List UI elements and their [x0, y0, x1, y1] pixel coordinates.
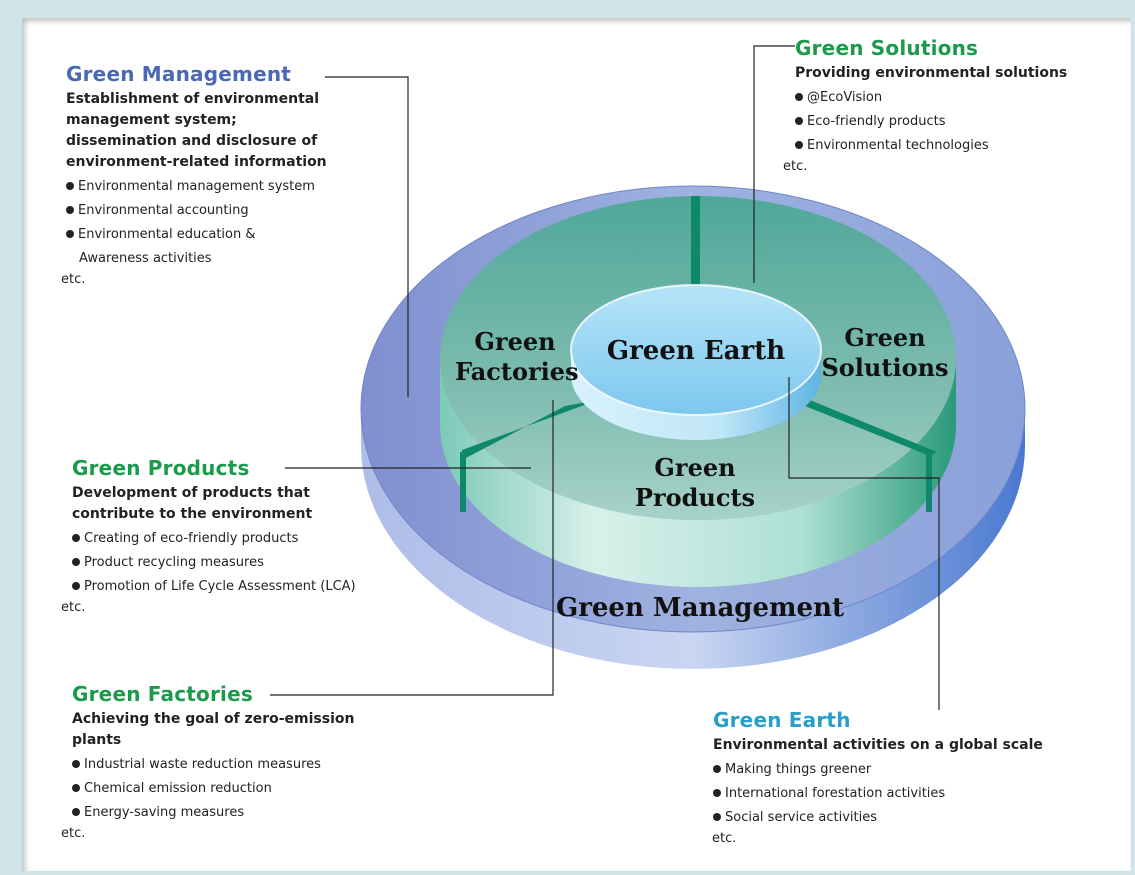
bullet-icon	[72, 784, 80, 792]
bullet-icon	[795, 141, 803, 149]
factories-subtitle: Achieving the goal of zero-emission plan…	[72, 711, 355, 748]
label-green-management: Green Management	[555, 593, 844, 623]
list-item: Chemical emission reduction	[72, 777, 402, 801]
bullet-icon	[795, 117, 803, 125]
earth-subtitle: Environmental activities on a global sca…	[713, 737, 1043, 753]
factories-annotation: Green Factories Achieving the goal of ze…	[61, 682, 402, 843]
list-item: Promotion of Life Cycle Assessment (LCA)	[72, 575, 402, 599]
bullet-icon	[72, 582, 80, 590]
leader-factories	[270, 400, 554, 696]
separator-right	[790, 396, 937, 456]
factories-etc: etc.	[61, 826, 86, 841]
list-item: Environmental management system	[66, 175, 386, 199]
bullet-icon	[713, 765, 721, 773]
bullet-icon	[66, 182, 74, 190]
list-item: Energy-saving measures	[72, 801, 402, 825]
separator-right-side	[926, 452, 932, 512]
leader-management	[325, 76, 409, 397]
products-items: Creating of eco-friendly products Produc…	[72, 527, 402, 599]
earth-etc: etc.	[712, 831, 737, 846]
earth-core	[570, 284, 822, 440]
earth-items: Making things greener International fore…	[713, 758, 1113, 830]
products-title: Green Products	[72, 456, 250, 480]
bullet-icon	[72, 760, 80, 768]
leader-earth	[788, 377, 940, 710]
products-annotation: Green Products Development of products t…	[61, 456, 402, 617]
list-item: Product recycling measures	[72, 551, 402, 575]
factories-items: Industrial waste reduction measures Chem…	[72, 753, 402, 825]
list-item: Eco-friendly products	[795, 110, 1115, 134]
solutions-etc: etc.	[783, 159, 808, 174]
leader-solutions	[753, 45, 795, 283]
bullet-icon	[713, 789, 721, 797]
management-title: Green Management	[66, 62, 292, 86]
bullet-icon	[795, 93, 803, 101]
factories-title: Green Factories	[72, 682, 253, 706]
bullet-icon	[72, 534, 80, 542]
management-items: Environmental management system Environm…	[66, 175, 386, 271]
label-green-factories: Green Factories	[455, 327, 579, 386]
label-green-solutions: Green Solutions	[821, 323, 949, 382]
label-green-earth: Green Earth	[606, 336, 786, 366]
leader-lines	[270, 45, 940, 710]
list-item: Industrial waste reduction measures	[72, 753, 402, 777]
earth-annotation: Green Earth Environmental activities on …	[712, 708, 1113, 848]
list-item: Creating of eco-friendly products	[72, 527, 402, 551]
solutions-subtitle: Providing environmental solutions	[795, 65, 1068, 81]
list-item: @EcoVision	[795, 86, 1115, 110]
solutions-annotation: Green Solutions Providing environmental …	[783, 36, 1115, 176]
bullet-icon	[66, 230, 74, 238]
earth-title: Green Earth	[713, 708, 851, 732]
list-item: Making things greener	[713, 758, 1113, 782]
list-item: Environmental technologies	[795, 134, 1115, 158]
separator-top	[691, 196, 700, 290]
list-item: Social service activities	[713, 806, 1113, 830]
solutions-title: Green Solutions	[795, 36, 979, 60]
bullet-icon	[66, 206, 74, 214]
list-item: International forestation activities	[713, 782, 1113, 806]
bullet-icon	[713, 813, 721, 821]
management-etc: etc.	[61, 272, 86, 287]
label-green-products: Green Products	[634, 453, 756, 512]
list-item: Environmental accounting	[66, 199, 386, 223]
management-annotation: Green Management Establishment of enviro…	[61, 62, 386, 289]
bullet-icon	[72, 808, 80, 816]
products-subtitle: Development of products that contribute …	[72, 485, 313, 522]
list-item: Environmental education & Awareness acti…	[66, 223, 309, 271]
products-etc: etc.	[61, 600, 86, 615]
bullet-icon	[72, 558, 80, 566]
management-subtitle: Establishment of environmental managemen…	[66, 91, 327, 170]
solutions-items: @EcoVision Eco-friendly products Environ…	[795, 86, 1115, 158]
separator-left-side	[460, 452, 466, 512]
